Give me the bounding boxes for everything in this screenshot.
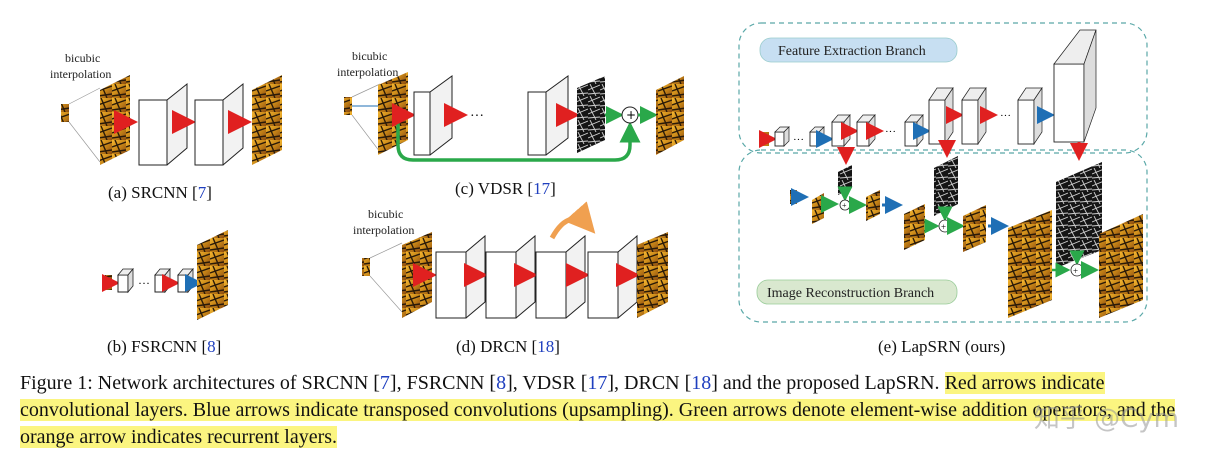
subcaption-e: (e) LapSRN (ours) [878, 337, 1006, 356]
citation-link[interactable]: 17 [587, 372, 608, 394]
conv-layer [177, 274, 189, 293]
svg-text:···: ··· [793, 134, 804, 146]
watermark: 知乎 @Cym [1033, 404, 1179, 434]
lr-input-image [344, 97, 352, 115]
citation-link[interactable]: 7 [379, 372, 390, 394]
svg-text:···: ··· [470, 109, 484, 124]
residual-image [934, 156, 958, 216]
lr-input-image [61, 104, 69, 122]
citation-link[interactable]: 7 [197, 183, 207, 202]
svg-text:+: + [941, 222, 946, 232]
subcaption-d: (d) DRCN [18] [456, 337, 560, 356]
interpolation-label-a: interpolation [50, 67, 111, 81]
recurrent-conv-layer [535, 251, 567, 319]
subfig-a-srcnn: bicubic interpolation [50, 51, 282, 166]
recon-branch-label: Image Reconstruction Branch [767, 286, 934, 301]
subfig-e-lapsrn: Feature Extraction Branch Image Reconstr… [738, 22, 1148, 323]
hr-output-image [197, 230, 228, 320]
subcaption-a: (a) SRCNN [7] [108, 183, 212, 202]
interpolation-label-d: interpolation [353, 223, 414, 237]
conv-layer [485, 251, 517, 319]
residual-image [1056, 162, 1102, 268]
hr-output-image [1099, 214, 1143, 318]
bicubic-label-c: bicubic [352, 49, 387, 63]
hr-output-image [637, 232, 668, 318]
recon-branch-label-pill [756, 279, 958, 305]
figure-diagram: bicubic interpolation ··· bicubic inter [50, 22, 1148, 323]
figure-caption: Figure 1: Network architectures of SRCNN… [20, 372, 1176, 448]
subfig-c-vdsr: bicubic interpolation ··· + [337, 49, 684, 162]
feature-branch-label-pill [759, 37, 958, 63]
bicubic-label-a: bicubic [65, 51, 100, 65]
residual-image [577, 76, 605, 153]
skip-connection-arrow [396, 120, 641, 162]
conv-layer [587, 251, 619, 319]
citation-link[interactable]: 8 [496, 372, 507, 394]
subfig-b-fsrcnn: ··· [102, 230, 228, 320]
conv-layer [435, 251, 467, 319]
bicubic-label-d: bicubic [368, 207, 403, 221]
citation-link[interactable]: 8 [207, 337, 216, 356]
conv-layer [194, 99, 224, 166]
conv-layer [413, 91, 431, 156]
lr-input-image [105, 275, 112, 290]
subfig-d-drcn: bicubic interpolation [353, 201, 668, 319]
conv-layer [154, 274, 166, 293]
subcaption-b: (b) FSRCNN [8] [107, 337, 222, 356]
svg-text:+: + [626, 108, 636, 122]
conv-layer [1053, 63, 1085, 143]
feature-branch-box [738, 22, 1148, 154]
hr-output-image [656, 76, 684, 155]
svg-text:+: + [1073, 266, 1078, 276]
recurrent-arrow [549, 201, 596, 240]
conv-layer [138, 99, 168, 166]
svg-text:···: ··· [885, 126, 896, 138]
conv-layer [527, 91, 547, 156]
svg-text:+: + [842, 201, 847, 210]
interpolation-label-c: interpolation [337, 65, 398, 79]
svg-text:···: ··· [1000, 110, 1011, 122]
citation-link[interactable]: 18 [691, 372, 712, 394]
citation-link[interactable]: 18 [537, 337, 555, 356]
citation-link[interactable]: 17 [533, 179, 551, 198]
svg-text:···: ··· [138, 276, 150, 290]
conv-layer [117, 274, 129, 293]
lr-input-image [362, 258, 370, 276]
hr-output-image [252, 75, 282, 165]
subcaption-c: (c) VDSR [17] [455, 179, 556, 198]
feature-branch-label: Feature Extraction Branch [778, 44, 926, 59]
